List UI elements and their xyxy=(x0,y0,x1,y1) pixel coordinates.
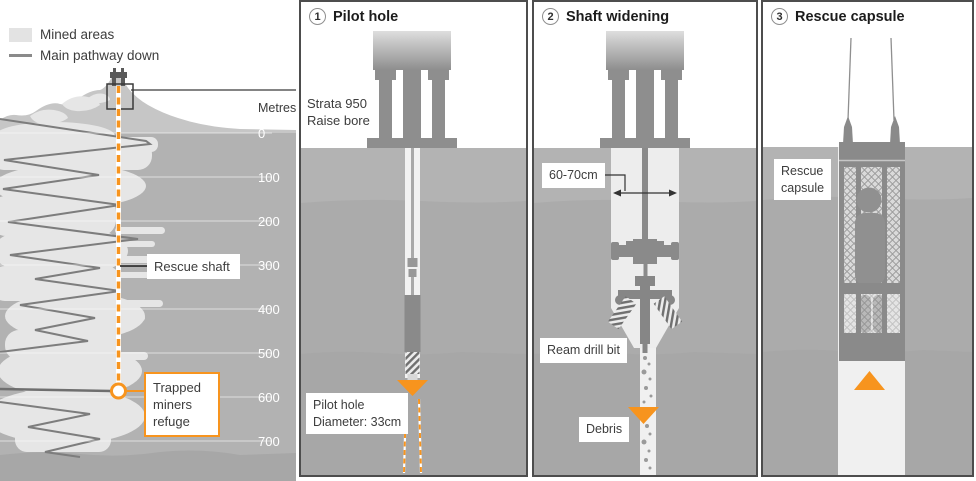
cross-section-illustration: Metres 0 100 200 300 400 500 600 700 xyxy=(0,68,296,481)
mountain-shape xyxy=(0,75,296,136)
depth-tick-label: 400 xyxy=(258,302,280,317)
legend-main-pathway: Main pathway down xyxy=(9,48,159,63)
legend-mined-label: Mined areas xyxy=(40,27,115,42)
panel-rescue-capsule: 3 Rescue capsule xyxy=(761,0,974,477)
direction-arrow-down xyxy=(397,380,428,396)
depth-tick-label: 500 xyxy=(258,346,280,361)
depth-tick-label: 0 xyxy=(258,126,265,141)
stabilizer xyxy=(611,239,679,278)
trapped-refuge-label: Trapped miners refuge xyxy=(144,372,220,438)
strata-950-label: Strata 950 Raise bore xyxy=(307,96,370,129)
raise-bore-rig xyxy=(367,31,457,148)
mine-cross-section: Metres 0 100 200 300 400 500 600 700 xyxy=(0,0,296,481)
refuge-marker xyxy=(110,382,127,400)
panel1-title: Pilot hole xyxy=(333,8,399,25)
direction-arrow-up xyxy=(854,371,885,390)
ream-drill-bit xyxy=(607,276,683,353)
shaft-width-label: 60-70cm xyxy=(542,163,605,188)
pilot-drill-bit xyxy=(404,295,421,380)
depth-gridlines xyxy=(0,132,272,442)
depth-tick-label: 100 xyxy=(258,170,280,185)
depth-tick-label: 300 xyxy=(258,258,280,273)
panel2-title: Shaft widening xyxy=(566,8,670,25)
legend-pathway-label: Main pathway down xyxy=(40,48,160,63)
depth-tick-label: 600 xyxy=(258,390,280,405)
depth-scale-unit: Metres xyxy=(258,101,296,115)
rescue-capsule xyxy=(839,116,905,361)
rescue-shaft-label: Rescue shaft xyxy=(147,254,240,280)
legend-mined-areas: Mined areas xyxy=(9,27,159,42)
pathway-line-lower xyxy=(0,401,101,458)
width-measure-arrow xyxy=(604,174,677,197)
debris-label: Debris xyxy=(579,417,630,442)
panel-shaft-widening: 2 Shaft widening xyxy=(532,0,758,477)
panel3-title: Rescue capsule xyxy=(795,8,905,25)
drill-rod xyxy=(407,148,418,295)
hoist-cables xyxy=(847,37,895,121)
panel2-header: 2 Shaft widening xyxy=(542,8,669,25)
pathway-line xyxy=(0,118,153,353)
mined-areas-shape xyxy=(0,93,170,452)
panel3-header: 3 Rescue capsule xyxy=(771,8,905,25)
drill-rig-icon xyxy=(110,68,127,86)
rock-bottom-band xyxy=(0,450,296,481)
drill-rod xyxy=(642,148,648,242)
mined-areas-swatch xyxy=(9,27,32,42)
ground-lower-band xyxy=(301,351,526,475)
depth-tick-label: 200 xyxy=(258,214,280,229)
step-number-badge: 2 xyxy=(542,8,559,25)
debris-particles xyxy=(641,356,653,470)
ream-drill-bit-label: Ream drill bit xyxy=(540,338,627,363)
pathway-swatch xyxy=(9,54,32,57)
direction-arrow-down xyxy=(628,407,659,424)
legend: Mined areas Main pathway down xyxy=(9,27,159,63)
raise-bore-rig xyxy=(600,31,690,148)
step-number-badge: 3 xyxy=(771,8,788,25)
rescue-capsule-illustration xyxy=(763,37,972,475)
pilot-hole-label: Pilot hole Diameter: 33cm xyxy=(306,393,409,434)
shaft-widening-illustration xyxy=(534,31,756,475)
step-number-badge: 1 xyxy=(309,8,326,25)
depth-tick-label: 700 xyxy=(258,434,280,449)
panel1-header: 1 Pilot hole xyxy=(309,8,398,25)
rescue-capsule-label: Rescue capsule xyxy=(774,159,832,200)
refuge-level-line xyxy=(0,387,112,393)
panel-pilot-hole: 1 Pilot hole xyxy=(299,0,528,477)
